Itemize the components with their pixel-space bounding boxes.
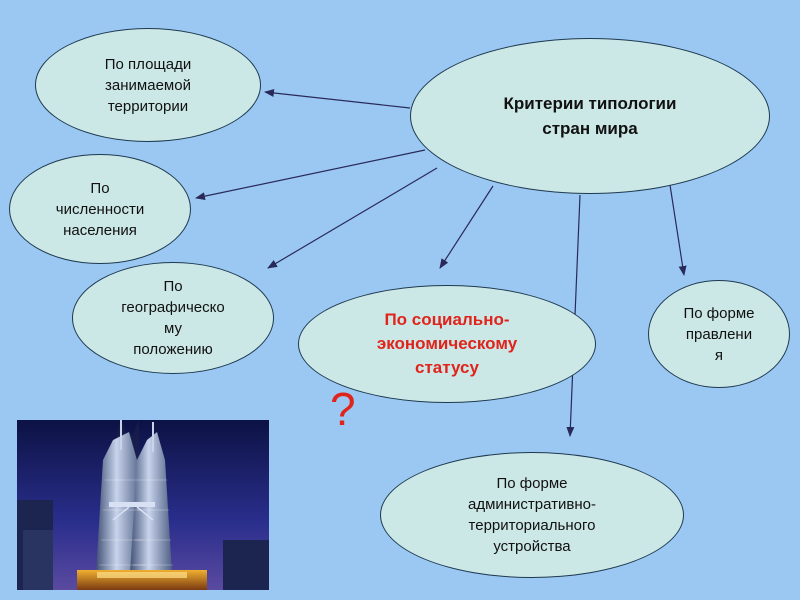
- node-government-line: правлени: [684, 324, 755, 345]
- node-geo-line: По: [121, 276, 224, 297]
- node-social-line: экономическому: [377, 332, 517, 356]
- node-government-line: я: [684, 345, 755, 366]
- arrow-to-social: [440, 186, 493, 268]
- node-area: По площади занимаемой территории: [35, 28, 261, 142]
- node-government: По форме правлени я: [648, 280, 790, 388]
- node-admin: По форме административно- территориально…: [380, 452, 684, 578]
- node-area-line: территории: [105, 96, 192, 117]
- node-population-line: численности: [56, 199, 144, 220]
- question-mark: ?: [330, 386, 356, 432]
- arrow-to-government: [670, 185, 684, 275]
- petronas-towers-photo: [17, 420, 269, 590]
- center-node: Критерии типологии стран мира: [410, 38, 770, 194]
- node-population-line: По: [56, 178, 144, 199]
- node-area-line: По площади: [105, 54, 192, 75]
- node-admin-line: территориального: [468, 515, 596, 536]
- node-population-line: населения: [56, 220, 144, 241]
- node-social-line: По социально-: [377, 308, 517, 332]
- node-geo-line: му: [121, 318, 224, 339]
- arrow-to-population: [196, 150, 425, 198]
- node-admin-line: административно-: [468, 494, 596, 515]
- center-line: стран мира: [504, 116, 677, 141]
- node-admin-line: устройства: [468, 536, 596, 557]
- node-geo-line: положению: [121, 339, 224, 360]
- node-population: По численности населения: [9, 154, 191, 264]
- center-node-text: Критерии типологии стран мира: [504, 91, 677, 141]
- arrow-to-geo: [268, 168, 437, 268]
- node-government-line: По форме: [684, 303, 755, 324]
- node-area-line: занимаемой: [105, 75, 192, 96]
- node-social-line: статусу: [377, 356, 517, 380]
- arrow-to-area: [265, 92, 410, 108]
- node-admin-line: По форме: [468, 473, 596, 494]
- center-line: Критерии типологии: [504, 91, 677, 116]
- node-geo: По географическо му положению: [72, 262, 274, 374]
- node-geo-line: географическо: [121, 297, 224, 318]
